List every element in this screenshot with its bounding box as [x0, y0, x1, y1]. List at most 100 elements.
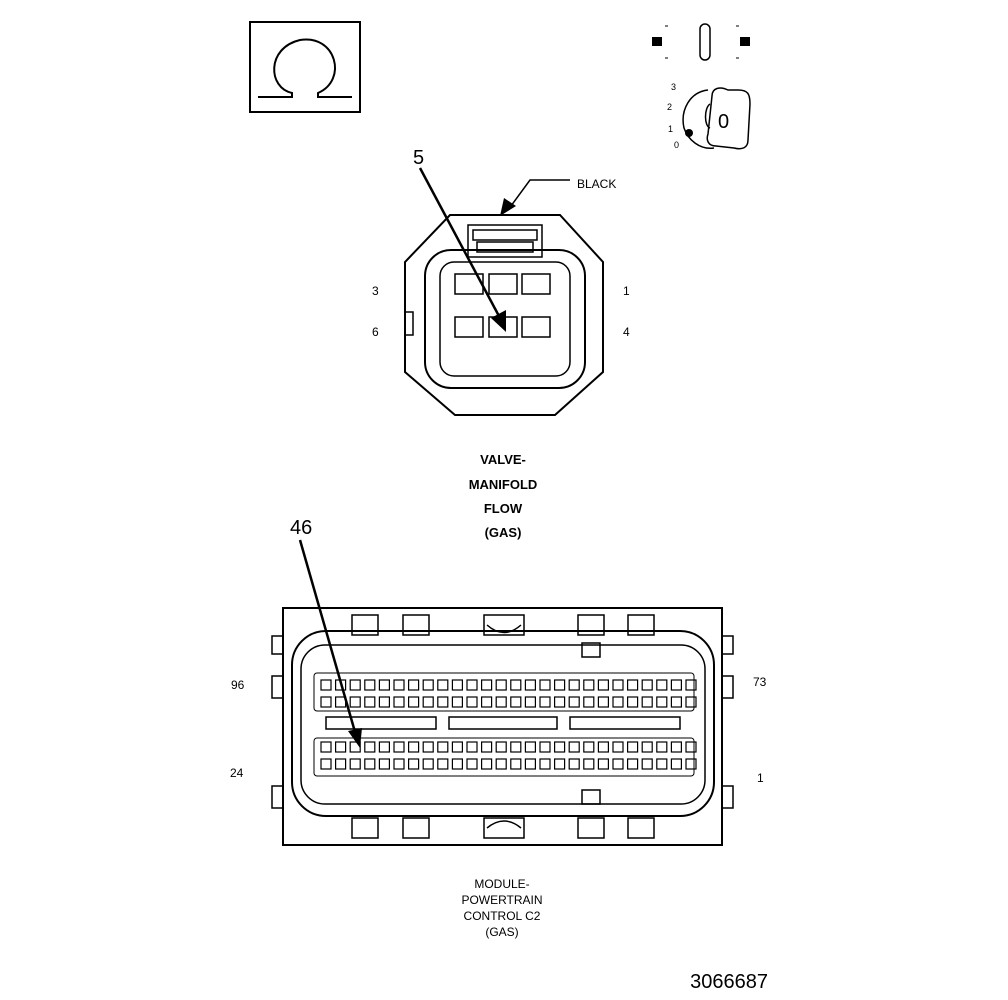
pcm-pin-cavity: [320, 679, 332, 691]
pcm-pin-cavity: [335, 696, 347, 708]
pcm-pin-cavity: [685, 758, 697, 770]
pcm-pin-cavity: [553, 679, 566, 691]
pcm-pin-cavity: [583, 758, 595, 770]
pcm-pin-cavity: [553, 696, 566, 708]
pcm-pin-cavity: [364, 758, 376, 770]
pcm-pin-cavity: [408, 741, 420, 753]
pcm-pin-cavity: [364, 741, 376, 753]
omega-connector-view-icon: [249, 21, 361, 113]
pcm-pin-cavity: [670, 696, 683, 708]
pcm-pin-cavity: [364, 679, 376, 691]
pcm-pin-cavity: [539, 679, 551, 691]
pcm-pin-cavity: [393, 679, 405, 691]
ignition-position-0: 0: [674, 140, 679, 150]
pcm-pin-cavity: [626, 696, 639, 708]
pcm-pin-cavity: [481, 758, 493, 770]
pcm-pin-cavity: [466, 741, 478, 753]
pcm-pin-cavity: [349, 679, 361, 691]
valve-title-line-1: VALVE-: [480, 452, 526, 467]
pcm-pin-cavity: [437, 741, 449, 753]
valve-cavity-6: [454, 316, 484, 338]
pcm-pin-cavity: [378, 679, 390, 691]
pcm-connector: 46 96 73 24 1 MODULE- POWERTRAIN CONTROL…: [230, 517, 767, 939]
pcm-pin-cavity: [656, 696, 668, 708]
pcm-pin-cavity: [539, 696, 551, 708]
color-label: BLACK: [577, 177, 616, 191]
pcm-pin-cavity: [393, 758, 405, 770]
pcm-callout: 46: [290, 517, 312, 539]
pcm-pin-cavity: [481, 696, 493, 708]
pcm-callout-leader: [298, 539, 357, 733]
pcm-pin-cavity: [568, 758, 580, 770]
pcm-pin-cavity: [510, 696, 522, 708]
pcm-pin-cavity: [568, 741, 580, 753]
pcm-pin-cavity: [320, 758, 332, 770]
pcm-pin-label-bottom-right: 1: [757, 771, 764, 785]
pcm-pin-cavity: [641, 741, 653, 753]
pcm-pin-cavity: [495, 679, 507, 691]
pcm-pin-cavity: [626, 741, 639, 753]
pcm-pin-cavity: [408, 758, 420, 770]
pcm-pin-label-bottom-left: 24: [230, 766, 244, 780]
ignition-position-2: 2: [667, 102, 672, 112]
pcm-pin-cavity: [437, 679, 449, 691]
color-leader-line: [507, 179, 570, 211]
pcm-pin-cavity: [510, 741, 522, 753]
pcm-pin-cavity: [583, 679, 595, 691]
valve-cavity-2: [488, 273, 518, 295]
pcm-pin-cavity: [466, 696, 478, 708]
valve-title-line-3: FLOW: [484, 501, 523, 516]
pcm-pin-grid: [320, 679, 697, 770]
pcm-pin-cavity: [583, 741, 595, 753]
pcm-title-line-1: MODULE-: [474, 877, 529, 891]
valve-connector: BLACK 5 3 1 6 4 VALVE- MANIFOLD FLOW (GA…: [372, 147, 630, 540]
pcm-pin-cavity: [451, 741, 463, 753]
pcm-title-line-4: (GAS): [485, 925, 518, 939]
pcm-pin-cavity: [422, 741, 434, 753]
pcm-pin-cavity: [320, 741, 332, 753]
pcm-pin-cavity: [510, 758, 522, 770]
pcm-pin-cavity: [335, 741, 347, 753]
pcm-title-line-2: POWERTRAIN: [461, 893, 542, 907]
pcm-pin-cavity: [349, 696, 361, 708]
valve-cavity-1: [521, 273, 551, 295]
pcm-callout-arrowhead: [348, 728, 362, 748]
ignition-key-icon: 0 0 1 2 3: [652, 23, 751, 150]
pcm-pin-cavity: [539, 758, 551, 770]
pcm-pin-cavity: [685, 696, 697, 708]
pcm-pin-cavity: [597, 758, 610, 770]
pcm-pin-cavity: [510, 679, 522, 691]
pcm-pin-cavity: [524, 696, 537, 708]
pcm-pin-cavity: [656, 679, 668, 691]
pcm-pin-cavity: [495, 696, 507, 708]
pcm-pin-cavity: [597, 679, 610, 691]
pcm-pin-cavity: [451, 679, 463, 691]
valve-callout: 5: [413, 147, 424, 169]
pcm-pin-cavity: [466, 758, 478, 770]
pcm-pin-cavity: [349, 758, 361, 770]
pcm-pin-cavity: [656, 758, 668, 770]
pcm-pin-cavity: [685, 679, 697, 691]
pcm-pin-cavity: [597, 741, 610, 753]
pcm-pin-cavity: [320, 696, 332, 708]
pcm-pin-cavity: [553, 741, 566, 753]
pcm-pin-cavity: [641, 758, 653, 770]
pcm-pin-cavity: [641, 696, 653, 708]
pcm-pin-cavity: [670, 679, 683, 691]
pcm-pin-cavity: [437, 758, 449, 770]
pcm-pin-cavity: [393, 696, 405, 708]
valve-pin-label-bottom-right: 4: [623, 325, 630, 339]
pcm-pin-cavity: [568, 696, 580, 708]
pcm-pin-cavity: [553, 758, 566, 770]
pcm-pin-label-top-right: 73: [753, 675, 767, 689]
pcm-pin-cavity: [612, 679, 624, 691]
pcm-pin-cavity: [378, 741, 390, 753]
pcm-pin-cavity: [612, 758, 624, 770]
valve-pin-label-top-right: 1: [623, 284, 630, 298]
pcm-pin-cavity: [378, 758, 390, 770]
valve-callout-leader: [418, 167, 502, 319]
pcm-pin-cavity: [495, 741, 507, 753]
valve-cavity-4: [521, 316, 551, 338]
pcm-pin-cavity: [466, 679, 478, 691]
